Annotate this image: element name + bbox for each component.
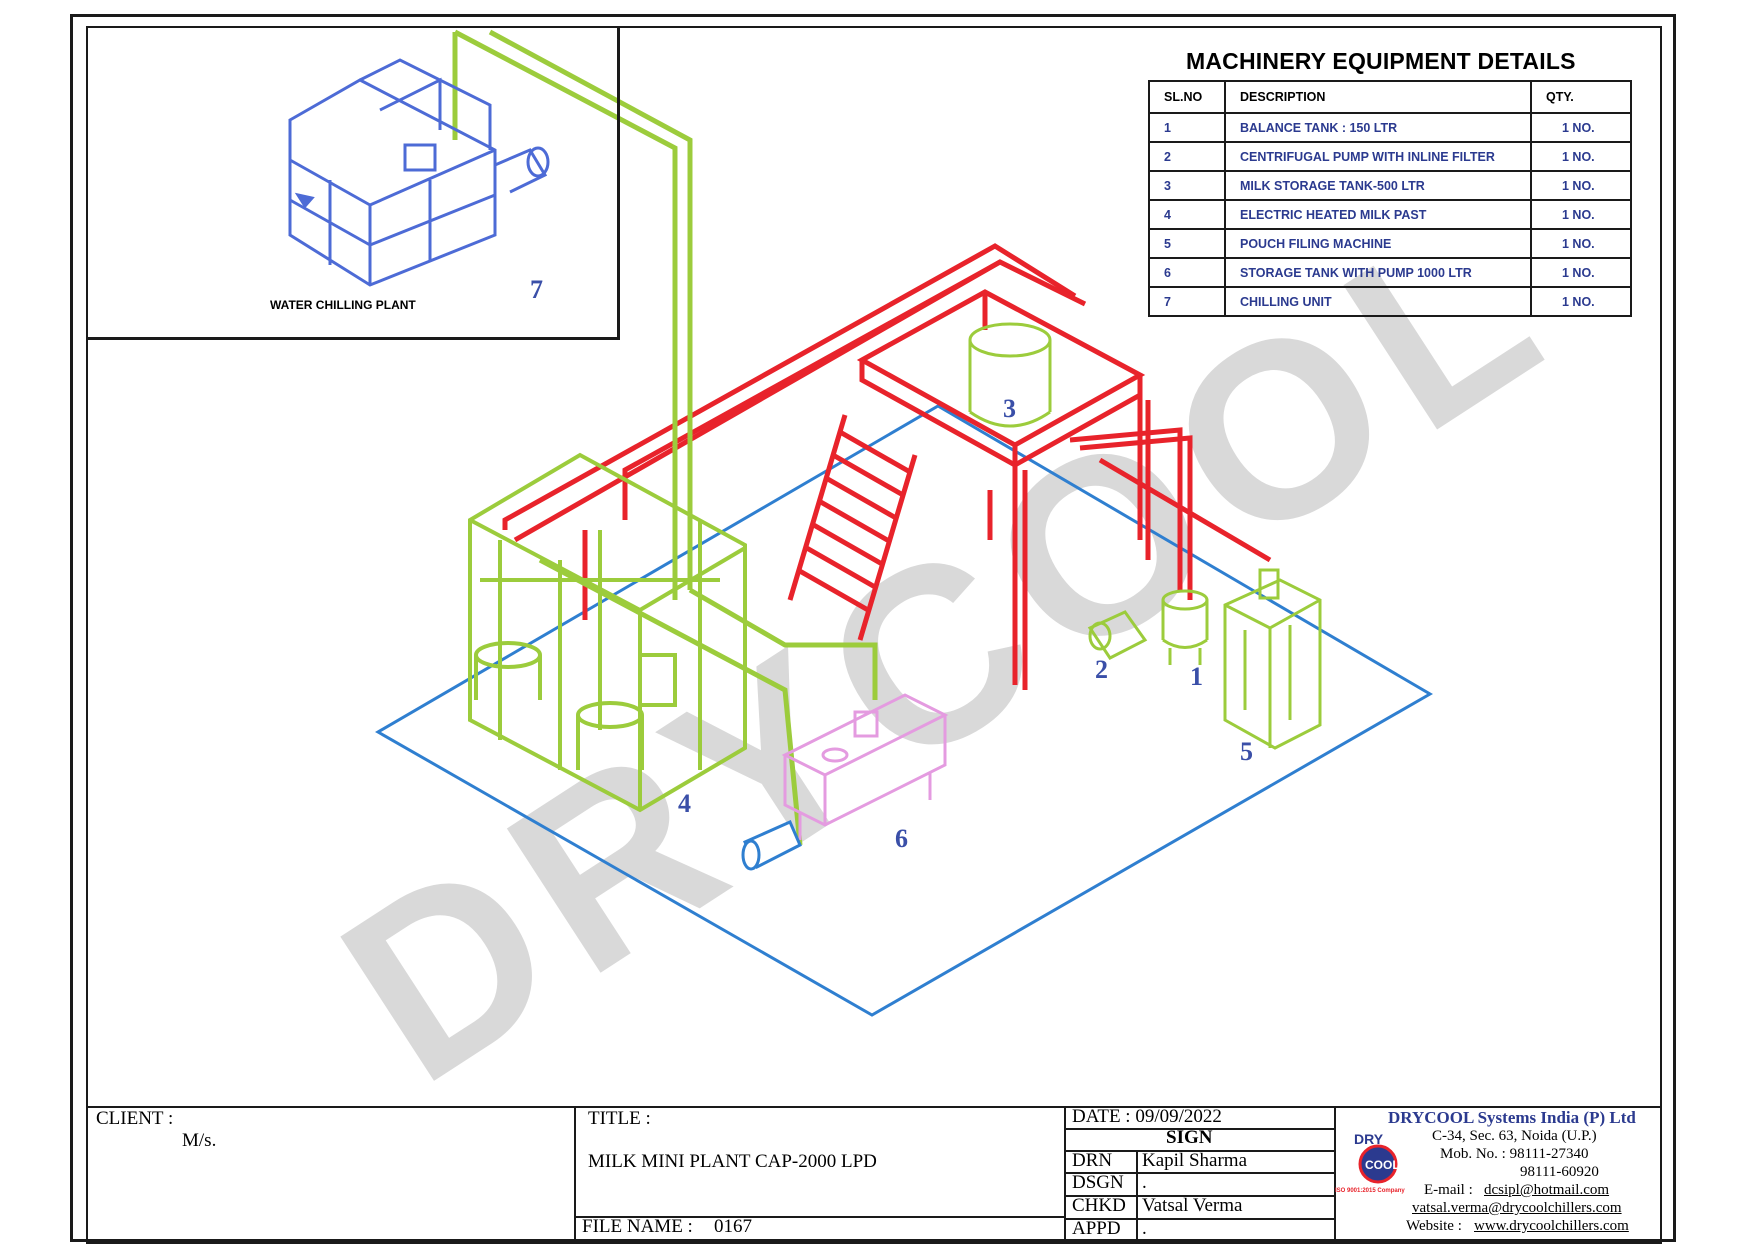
logo-text: DRY: [1354, 1131, 1384, 1147]
equipment-number-4: 4: [678, 789, 691, 818]
pump-under-6: [741, 820, 802, 871]
website-label: Website :: [1406, 1218, 1462, 1234]
cell-description: BALANCE TANK : 150 LTR: [1224, 112, 1532, 143]
cell-qty: 1 NO.: [1530, 170, 1632, 201]
chkd-label: CHKD: [1072, 1195, 1126, 1216]
iso-badge: ISO 9001:2015 Company: [1335, 1188, 1405, 1194]
cell-description: POUCH FILING MACHINE: [1224, 228, 1532, 259]
title-block-divider: [1064, 1172, 1334, 1174]
green-pipeline-group: [452, 29, 878, 846]
drn-label: DRN: [1072, 1150, 1113, 1171]
chkd-value: Vatsal Verma: [1142, 1195, 1243, 1216]
drn-value: Kapil Sharma: [1142, 1150, 1248, 1171]
cell-description: CHILLING UNIT: [1224, 286, 1532, 317]
water-chilling-plant-7: [288, 58, 550, 287]
table-header-row: SL.NO DESCRIPTION QTY.: [1148, 80, 1632, 114]
title-block-divider: [1334, 1106, 1336, 1241]
appd-value: .: [1142, 1218, 1147, 1239]
logo-circle: [1358, 1144, 1398, 1184]
cell-description: ELECTRIC HEATED MILK PAST: [1224, 199, 1532, 230]
company-name: DRYCOOL Systems India (P) Ltd: [1388, 1108, 1636, 1127]
cell-slno: 4: [1148, 199, 1226, 230]
centrifugal-pump-2: [1087, 610, 1148, 660]
email-link-2[interactable]: vatsal.verma@drycoolchillers.com: [1412, 1200, 1622, 1216]
col-header-slno: SL.NO: [1148, 80, 1226, 114]
title-block: [86, 1106, 1662, 1241]
equipment-number-3: 3: [1003, 394, 1016, 423]
cell-qty: 1 NO.: [1530, 199, 1632, 230]
cell-slno: 6: [1148, 257, 1226, 288]
logo-subtext: COOL: [1365, 1158, 1400, 1172]
cell-qty: 1 NO.: [1530, 286, 1632, 317]
col-header-qty: QTY.: [1530, 80, 1632, 114]
cell-qty: 1 NO.: [1530, 141, 1632, 172]
balance-tank-1: [1161, 589, 1209, 665]
cell-slno: 3: [1148, 170, 1226, 201]
sign-header: SIGN: [1166, 1127, 1213, 1148]
cell-description: CENTRIFUGAL PUMP WITH INLINE FILTER: [1224, 141, 1532, 172]
title-block-divider: [574, 1106, 576, 1241]
equipment-number-5: 5: [1240, 737, 1253, 766]
email-link-1[interactable]: dcsipl@hotmail.com: [1484, 1182, 1610, 1198]
file-name-label: FILE NAME :: [582, 1216, 693, 1237]
equipment-number-7: 7: [530, 275, 543, 304]
company-mobile-2: 98111-60920: [1520, 1164, 1599, 1180]
title-block-divider: [1064, 1195, 1334, 1197]
cell-description: MILK STORAGE TANK-500 LTR: [1224, 170, 1532, 201]
date-field: DATE : 09/09/2022: [1072, 1106, 1222, 1127]
red-pipeline-group: [502, 243, 1272, 690]
title-label: TITLE :: [588, 1108, 651, 1129]
equipment-number-6: 6: [895, 824, 908, 853]
water-chilling-plant-inset: [86, 26, 620, 340]
floor-outline: [375, 404, 1433, 1017]
client-value: M/s.: [182, 1130, 217, 1151]
appd-label: APPD: [1072, 1218, 1121, 1239]
title-value: MILK MINI PLANT CAP-2000 LPD: [588, 1151, 877, 1172]
website-link[interactable]: www.drycoolchillers.com: [1474, 1218, 1629, 1234]
table-title: MACHINERY EQUIPMENT DETAILS: [1186, 48, 1576, 74]
dsgn-value: .: [1142, 1172, 1147, 1193]
cell-slno: 2: [1148, 141, 1226, 172]
title-block-divider: [1064, 1150, 1334, 1152]
equipment-number-2: 2: [1095, 655, 1108, 684]
pouch-filling-machine-5: [1223, 568, 1322, 750]
company-mobile-1: Mob. No. : 98111-27340: [1440, 1146, 1589, 1162]
col-header-description: DESCRIPTION: [1224, 80, 1532, 114]
equipment-number-1: 1: [1190, 662, 1203, 691]
inset-label: WATER CHILLING PLANT: [270, 298, 416, 312]
title-block-divider: [574, 1216, 1064, 1218]
title-block-divider: [1064, 1128, 1334, 1130]
client-label: CLIENT :: [96, 1108, 174, 1129]
storage-tank-6: [781, 693, 949, 840]
file-name-value: 0167: [714, 1216, 752, 1237]
electric-pasteuriser-4: [468, 452, 747, 813]
drycool-logo: DRY COOL: [1354, 1131, 1400, 1184]
cell-qty: 1 NO.: [1530, 257, 1632, 288]
dsgn-label: DSGN: [1072, 1172, 1124, 1193]
email-label: E-mail :: [1424, 1182, 1473, 1198]
cell-qty: 1 NO.: [1530, 112, 1632, 143]
cell-qty: 1 NO.: [1530, 228, 1632, 259]
cell-slno: 7: [1148, 286, 1226, 317]
cell-slno: 5: [1148, 228, 1226, 259]
cell-description: STORAGE TANK WITH PUMP 1000 LTR: [1224, 257, 1532, 288]
cell-slno: 1: [1148, 112, 1226, 143]
title-block-divider: [1064, 1218, 1334, 1220]
milk-storage-tank-3: [968, 322, 1052, 428]
company-address: C-34, Sec. 63, Noida (U.P.): [1432, 1128, 1597, 1144]
